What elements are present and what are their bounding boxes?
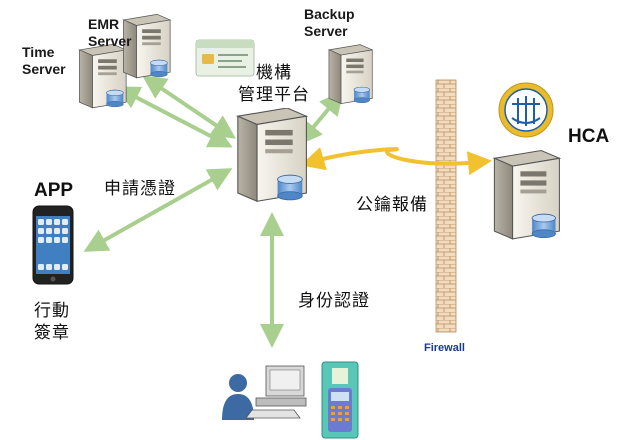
auth-label: 身份認證	[298, 291, 370, 311]
emr-server-label: EMR Server	[88, 16, 132, 50]
apply-cert-label: 申請憑證	[104, 179, 176, 199]
mobile-sign-label-line1: 行動	[34, 301, 70, 321]
backup-server-label-line2: Server	[304, 23, 348, 39]
arrow-time-server-platform	[115, 86, 233, 148]
mobile-sign-label-line2: 簽章	[34, 323, 70, 343]
card-reader-icon	[321, 361, 359, 439]
time-server-label-line1: Time	[22, 44, 55, 60]
hca-logo-icon	[498, 82, 554, 138]
platform-label-line2: 管理平台	[238, 85, 310, 105]
mobile-sign-label: 行動 簽章	[34, 300, 70, 344]
emr-server-label-line2: Server	[88, 33, 132, 49]
arrow-platform-hca	[300, 147, 492, 176]
time-server-label-line2: Server	[22, 61, 66, 77]
report-key-label: 公鑰報備	[356, 195, 428, 215]
arrow-backup-server-platform	[298, 90, 344, 146]
arrow-emr-server-platform	[142, 75, 236, 139]
emr-server-label-line1: EMR	[88, 16, 120, 32]
arrow-app-platform	[83, 168, 233, 252]
computer-icon	[245, 365, 307, 419]
time-server-icon	[78, 44, 127, 109]
green-arrows	[83, 75, 344, 348]
backup-server-label: Backup Server	[304, 6, 355, 40]
platform-server-icon	[237, 108, 308, 202]
time-server-label: Time Server	[22, 44, 66, 78]
platform-label-line1: 機構	[256, 63, 292, 83]
app-label: APP	[34, 180, 74, 201]
backup-server-icon	[328, 44, 373, 105]
firewall-label: Firewall	[424, 342, 465, 354]
hca-label: HCA	[568, 126, 610, 147]
user-icon	[222, 374, 254, 420]
platform-label: 機構 管理平台	[238, 62, 310, 106]
smartphone-icon	[32, 205, 74, 285]
firewall-wall	[435, 79, 457, 333]
hca-server-icon	[493, 149, 561, 240]
backup-server-label-line1: Backup	[304, 6, 355, 22]
health-card-icon	[195, 39, 255, 77]
